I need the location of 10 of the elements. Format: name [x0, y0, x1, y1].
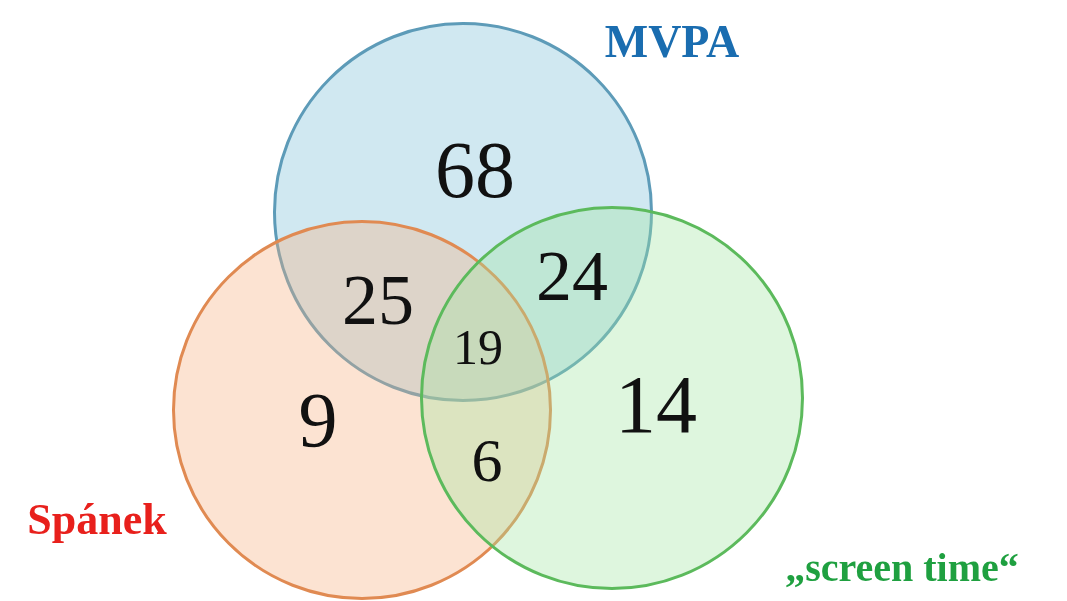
set-title: MVPA	[604, 19, 740, 65]
region-count: 9	[298, 381, 338, 459]
region-count: 24	[536, 240, 608, 312]
region-count: 19	[453, 322, 503, 372]
set-title: „screen time“	[785, 548, 1019, 588]
set-title: Spánek	[27, 498, 167, 542]
region-count: 25	[342, 264, 414, 336]
region-count: 6	[471, 429, 503, 491]
region-count: 68	[435, 130, 515, 210]
region-count: 14	[615, 364, 697, 446]
